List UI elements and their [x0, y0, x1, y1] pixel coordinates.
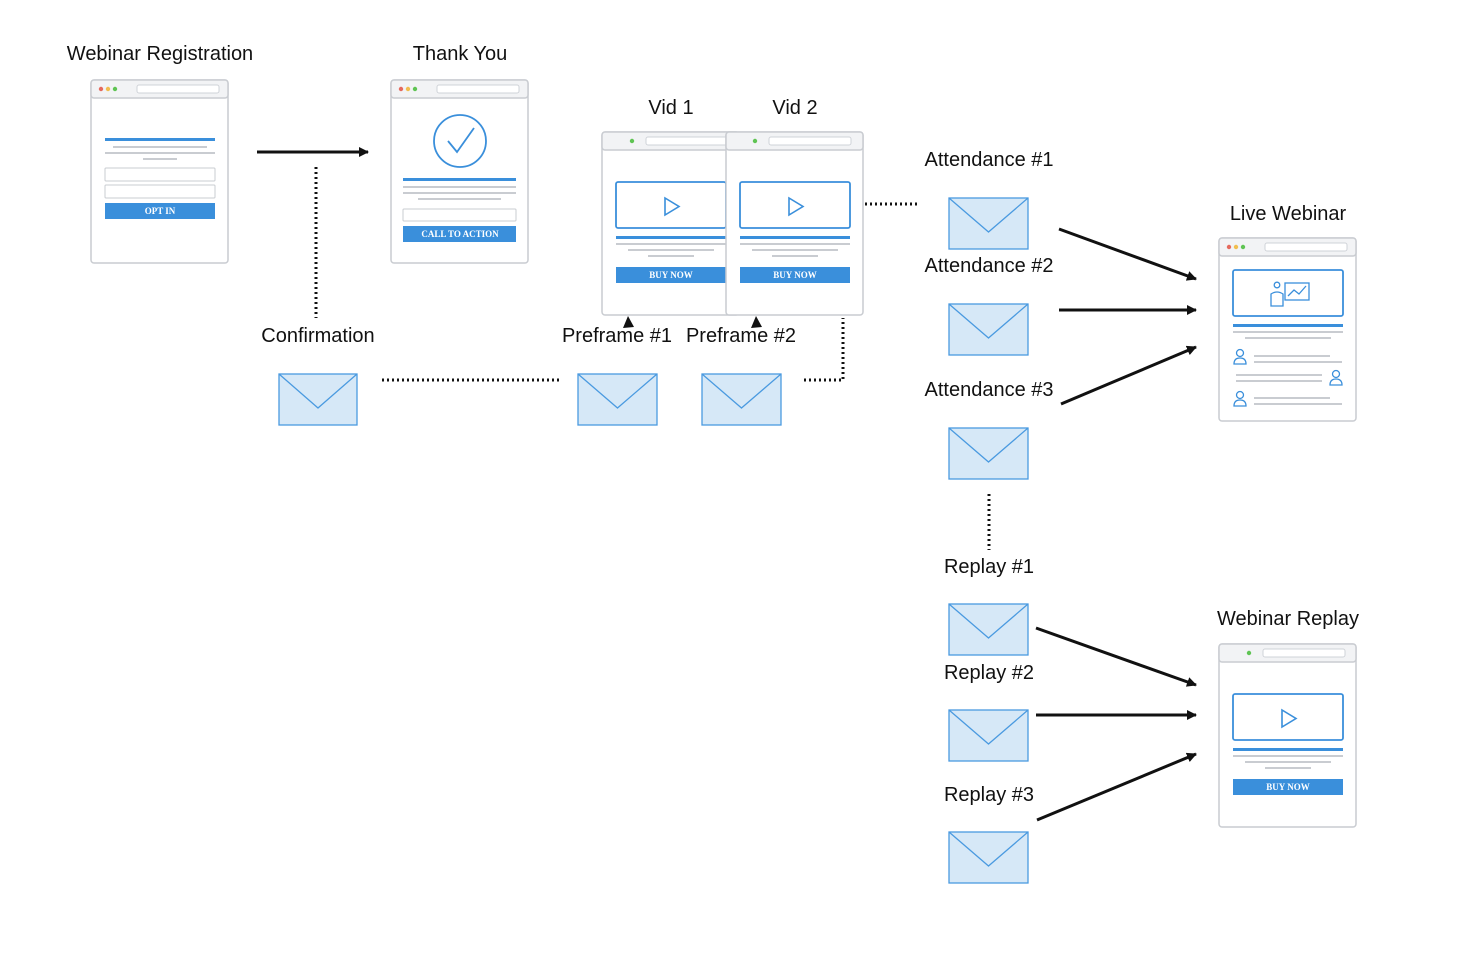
label-webinar-replay: Webinar Replay [1217, 608, 1359, 630]
email-replay3: Replay #3 [944, 784, 1034, 884]
arrowhead-preframe1-to-vid1 [623, 316, 634, 328]
page-thank-you: Thank You CALL TO ACTION [390, 43, 529, 264]
page-vid1: Vid 1 BUY NOW [601, 97, 740, 316]
checkmark-circle-icon [433, 114, 487, 168]
play-icon [788, 196, 805, 217]
label-preframe2: Preframe #2 [686, 325, 796, 347]
browser-window-icon [1218, 237, 1357, 422]
arrow-replay1-to-replay [1035, 626, 1197, 687]
email-preframe1 [577, 373, 658, 426]
presenter-icon [1270, 281, 1310, 307]
opt-in-button: OPT IN [145, 206, 176, 216]
play-icon [664, 196, 681, 217]
page-live-webinar: Live Webinar [1218, 203, 1357, 422]
email-replay1: Replay #1 [944, 556, 1034, 656]
label-vid2: Vid 2 [772, 97, 817, 119]
user-icon [1233, 390, 1247, 407]
envelope-icon [948, 709, 1029, 762]
email-preframe2 [701, 373, 782, 426]
label-confirmation: Confirmation [261, 325, 374, 347]
arrow-attendance1-to-live [1058, 227, 1197, 281]
label-preframe1: Preframe #1 [562, 325, 672, 347]
label-replay1: Replay #1 [944, 556, 1034, 578]
browser-window-icon: BUY NOW [725, 131, 864, 316]
email-attendance2: Attendance #2 [925, 255, 1054, 356]
label-attendance2: Attendance #2 [925, 255, 1054, 277]
envelope-icon [577, 373, 658, 426]
arrow-replay3-to-replay [1036, 752, 1197, 822]
email-replay2: Replay #2 [944, 662, 1034, 762]
arrowhead-preframe2-to-vid2 [751, 316, 762, 328]
page-webinar-registration: Webinar Registration OPT IN [67, 43, 253, 264]
label-thank-you: Thank You [413, 43, 508, 65]
user-icon [1329, 369, 1343, 386]
email-confirmation: Confirmation [261, 325, 375, 426]
envelope-icon [948, 831, 1029, 884]
page-webinar-replay: Webinar Replay BUY NOW [1217, 608, 1359, 828]
browser-window-icon: CALL TO ACTION [390, 79, 529, 264]
label-attendance1: Attendance #1 [925, 149, 1054, 171]
label-webinar-registration: Webinar Registration [67, 43, 253, 65]
label-vid1: Vid 1 [648, 97, 693, 119]
envelope-icon [948, 427, 1029, 480]
dotted-preframe2-to-vid2 [804, 318, 845, 382]
call-to-action-button: CALL TO ACTION [421, 229, 499, 239]
label-replay2: Replay #2 [944, 662, 1034, 684]
buy-now-button: BUY NOW [1266, 782, 1309, 792]
label-replay3: Replay #3 [944, 784, 1034, 806]
label-live-webinar: Live Webinar [1230, 203, 1347, 225]
envelope-icon [278, 373, 358, 426]
connectors [257, 147, 1197, 822]
arrow-attendance3-to-live [1060, 345, 1197, 406]
envelope-icon [701, 373, 782, 426]
label-attendance3: Attendance #3 [925, 379, 1054, 401]
user-icon [1233, 348, 1247, 365]
buy-now-button: BUY NOW [649, 270, 692, 280]
page-vid2: Vid 2 BUY NOW [725, 97, 864, 316]
browser-window-icon: BUY NOW [1218, 643, 1357, 828]
envelope-icon [948, 603, 1029, 656]
email-attendance3: Attendance #3 [925, 379, 1054, 480]
email-attendance1: Attendance #1 [925, 149, 1054, 250]
browser-window-icon: OPT IN [90, 79, 229, 264]
play-icon [1281, 708, 1298, 729]
envelope-icon [948, 303, 1029, 356]
envelope-icon [948, 197, 1029, 250]
browser-window-icon: BUY NOW [601, 131, 740, 316]
buy-now-button: BUY NOW [773, 270, 816, 280]
